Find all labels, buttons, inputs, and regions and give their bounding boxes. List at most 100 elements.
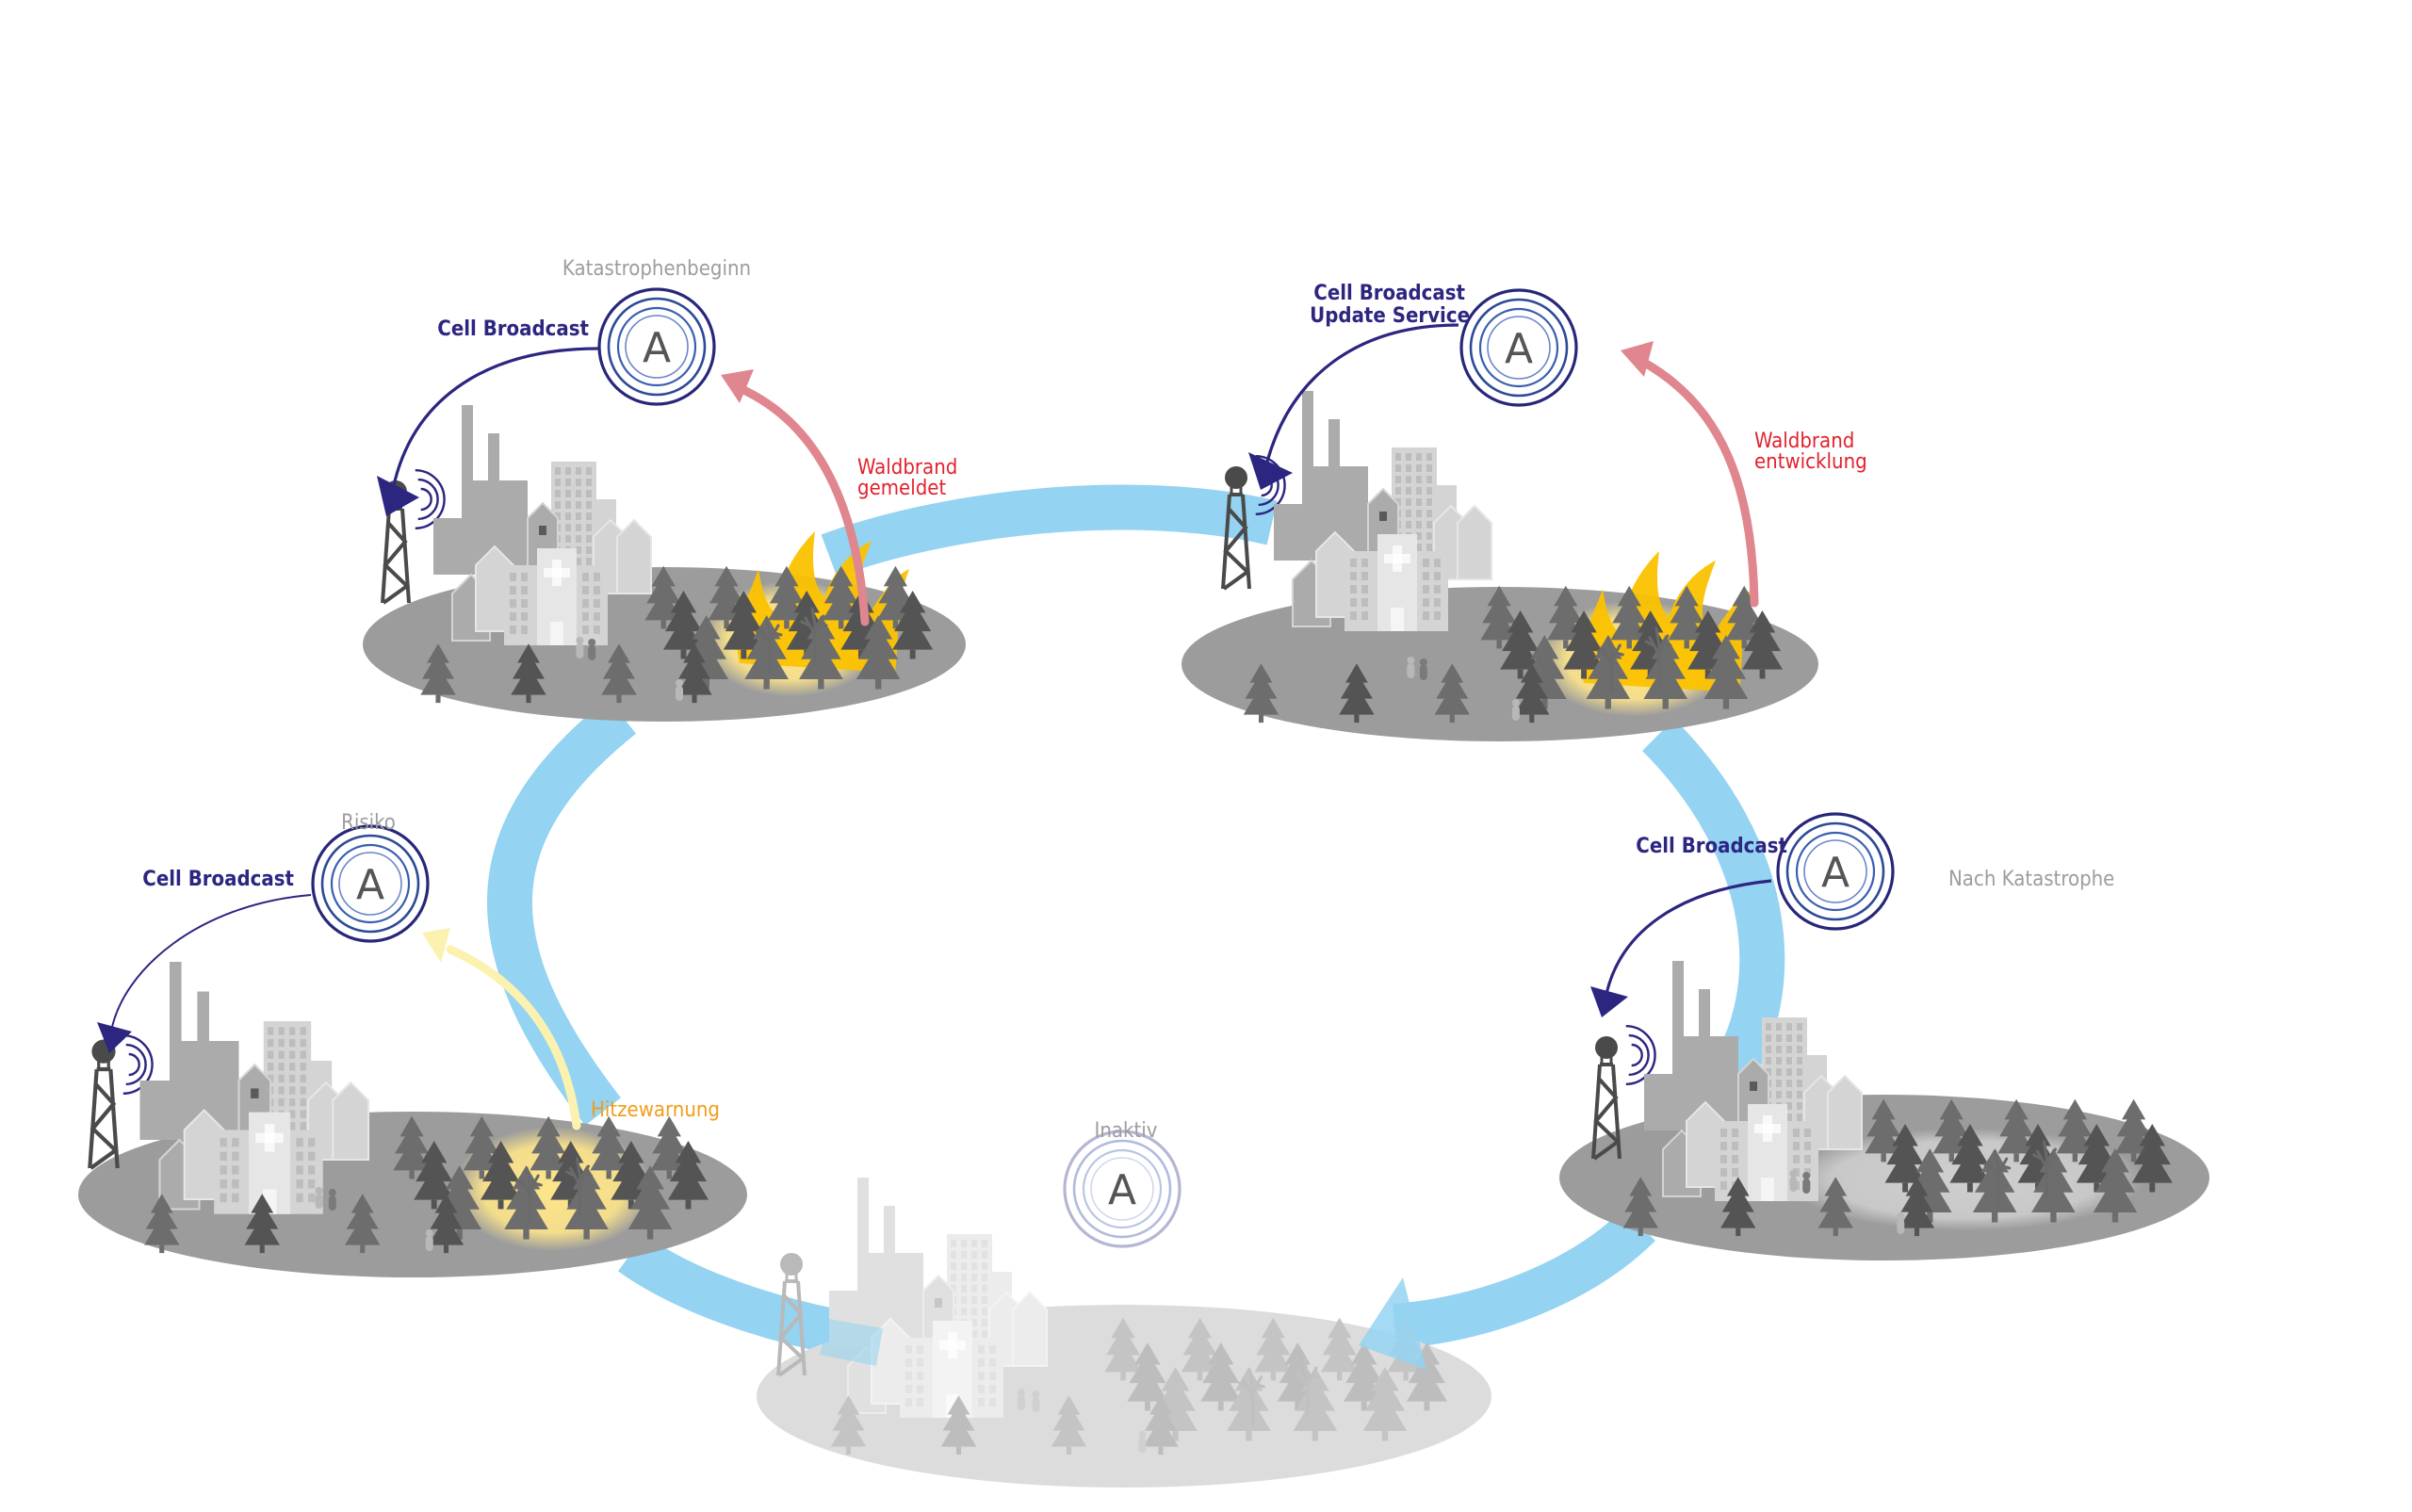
person-icon [1032, 1390, 1040, 1412]
icon-ring [1478, 307, 1559, 388]
icon-ring [330, 843, 411, 924]
icon-background [1459, 287, 1579, 408]
stage-label-katastrophenbeginn: Katastrophenbeginn [562, 257, 751, 281]
cycle-segment-left [487, 698, 637, 1126]
person-icon [576, 637, 584, 658]
tree-icon [1362, 1367, 1408, 1441]
icon-letter: A [1505, 325, 1533, 373]
tree-icon [564, 1165, 609, 1240]
icon-ring [1090, 1157, 1154, 1221]
icon-ring [1072, 1139, 1172, 1239]
tree-icon [1563, 610, 1605, 679]
tree-icon [1339, 663, 1375, 723]
tree-icon [1500, 610, 1541, 679]
tree-icon [744, 615, 789, 690]
person-icon [315, 1187, 323, 1209]
event-arrow-hitzewarnung [422, 928, 581, 1130]
icon-letter: A [643, 324, 671, 372]
event-arrow-waldbrand-gemeldet [721, 369, 870, 626]
labels: Katastrophenbeginn Cell Broadcast Waldbr… [142, 257, 2114, 1143]
icon-ring [1459, 288, 1578, 407]
tree-icon [1243, 663, 1279, 723]
icon-background [1062, 1129, 1182, 1249]
event-label-waldbrand-entwicklung-line2: entwicklung [1754, 450, 1867, 474]
cycle-band-end-left [820, 1319, 883, 1366]
tree-icon [650, 1115, 689, 1179]
arrowhead-icon [721, 369, 754, 403]
tree-icon [345, 1194, 381, 1254]
cycle-segment-right [1641, 719, 1785, 1097]
person-icon [1419, 658, 1427, 680]
tree-icon [1586, 635, 1631, 709]
broadcast-arrow-line [110, 894, 312, 1032]
arrowhead-icon [1590, 986, 1628, 1017]
event-arrow-line [735, 383, 870, 626]
tree-icon [723, 590, 764, 659]
icon-ring [1795, 831, 1876, 912]
tree-icon [856, 615, 901, 690]
tree-icon [667, 1140, 709, 1210]
tree-icon [1622, 1177, 1658, 1237]
tree-icon [1320, 1317, 1359, 1381]
icon-ring [1803, 839, 1867, 903]
dead-tree-icon [755, 616, 783, 675]
tree-icon [1051, 1395, 1087, 1455]
tree-icon [420, 643, 456, 704]
tree-icon [504, 1165, 548, 1240]
tree-icon [644, 565, 682, 629]
icon-ring [1063, 1130, 1182, 1248]
dead-tree-icon [2032, 1140, 2060, 1198]
icon-ring [1082, 1148, 1163, 1229]
tree-icon [1293, 1367, 1338, 1441]
tree-icon [1143, 1395, 1179, 1455]
icon-ring [1487, 316, 1551, 380]
tree-icon [1899, 1177, 1935, 1237]
factory-icon [1644, 961, 1738, 1130]
hospital-icon [214, 1112, 323, 1214]
tree-icon [1181, 1317, 1219, 1381]
broadcast-arrow-line [1605, 879, 1772, 995]
tree-icon [1668, 585, 1706, 649]
tree-icon [2056, 1098, 2094, 1162]
event-label-waldbrand-gemeldet-line1: Waldbrand [857, 456, 957, 480]
tree-icon [414, 1140, 455, 1210]
icon-ring [1776, 812, 1895, 931]
cell-tower-icon [1221, 466, 1251, 591]
icon-ring [616, 306, 697, 387]
tree-icon [676, 643, 712, 704]
tree-icon [2031, 1148, 2076, 1223]
scene-update [1182, 391, 1818, 741]
arrowhead-icon [422, 928, 450, 963]
cell-tower-icon [1591, 1036, 1622, 1161]
icon-ring [338, 852, 402, 916]
tree-icon [1741, 610, 1784, 679]
tree-icon [1104, 1317, 1142, 1381]
icon-background [1775, 811, 1896, 932]
factory-icon [139, 962, 239, 1140]
tree-icon [627, 1165, 673, 1240]
tree-icon [1949, 1123, 1991, 1193]
tree-icon [1817, 1177, 1853, 1237]
icon-background [596, 286, 717, 407]
icon-letter: A [1821, 849, 1850, 897]
alert-app-icon-inaktiv: A [1062, 1129, 1182, 1249]
tree-icon [428, 1194, 464, 1254]
tree-icon [144, 1194, 180, 1254]
tree-icon [1254, 1317, 1293, 1381]
icon-ring [597, 287, 716, 406]
cycle-segment-bottom-right [1392, 1208, 1655, 1349]
tree-icon [1406, 1341, 1447, 1411]
city-buildings [139, 962, 370, 1214]
city-buildings [1274, 391, 1492, 631]
person-icon [676, 679, 683, 701]
dead-tree-icon [1596, 636, 1624, 694]
person-icon [328, 1189, 336, 1211]
broadcast-arrow-risiko [97, 894, 312, 1053]
dead-tree-icon [1293, 1358, 1321, 1417]
city-buildings [433, 405, 652, 645]
hospital-icon [504, 548, 608, 645]
tree-icon [463, 1115, 501, 1179]
icon-ring [607, 297, 707, 397]
person-icon [425, 1229, 433, 1251]
